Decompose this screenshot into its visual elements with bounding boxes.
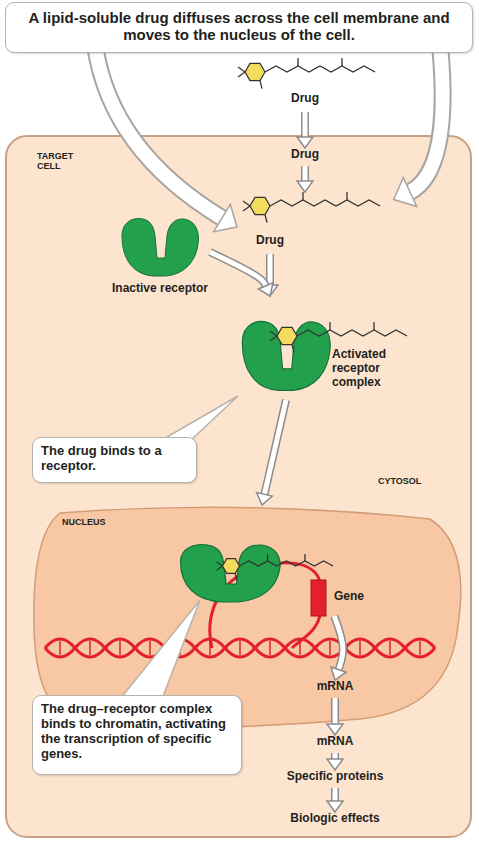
flow-arrow [210,252,273,296]
gene-block: Gene [308,580,383,616]
base-pair [299,641,301,655]
arrow-head [257,492,273,505]
step-text: Specific proteins [265,770,405,784]
inactive-receptor: Inactive receptor [110,212,210,312]
drug-molecule: Drug [235,56,395,112]
base-pair [389,641,391,655]
receptor-label: Inactive receptor [110,282,210,296]
callout-box: The drug binds to a receptor. [32,437,197,483]
callout-arrow [95,45,237,232]
arrow-body [334,616,343,670]
target-cell: TARGET CELLDrugDrugInactive receptorActi… [5,135,472,838]
callout-pointer [120,600,200,699]
arrow-body [333,753,338,759]
arrow-head [258,283,273,296]
arrow-body [333,698,338,724]
step-label: mRNA [305,735,365,753]
callout-box: The drug–receptor complex binds to chrom… [32,695,242,775]
callout-box: A lipid-soluble drug diffuses across the… [5,2,473,53]
flow-arrow [327,753,343,770]
step-label: Biologic effects [265,812,405,830]
callout-arrow [394,45,443,207]
base-pair [239,641,241,655]
arrow-outline [210,252,266,286]
inactive-receptor-shape [110,212,210,312]
flow-arrow [327,698,343,735]
arrow-head [331,667,346,680]
region-label-holder: CYTOSOL [378,476,458,486]
base-pair [119,641,121,655]
flow-arrow [331,616,346,680]
flow-arrow [257,400,286,505]
base-pair [89,641,91,655]
base-pair [269,641,271,655]
gene-label: Gene [334,590,382,604]
callout-pointer [160,396,238,441]
callout-text: A lipid-soluble drug diffuses across the… [16,9,462,44]
arrow-head [327,724,343,735]
base-pair [359,641,361,655]
arrow-head [297,137,313,148]
arrow-head [297,181,313,192]
drug-molecule [217,554,333,580]
arrow-body [210,252,266,286]
arrow-body [302,166,307,181]
arrow-body [264,400,286,494]
arrow-body [333,788,338,801]
flow-arrow [327,788,343,812]
drug-label: Drug [280,148,330,166]
base-pair [329,641,331,655]
flow-arrow [297,166,313,192]
molecule-label: Drug [280,148,330,162]
step-text: mRNA [305,735,365,749]
arrow-head [327,801,343,812]
base-pair [149,641,151,655]
arrow-outline [331,753,339,759]
flow-arrow [297,112,313,148]
arrow-outline [334,616,343,670]
arrow-head [327,759,343,770]
arrow-outline [331,788,339,801]
step-text: Biologic effects [265,812,405,826]
arrow-outline [301,112,309,137]
callout-text: The drug–receptor complex binds to chrom… [41,702,233,762]
step-label: Specific proteins [265,770,405,788]
nuclear-receptor [181,545,280,602]
arrow-outline [264,400,286,494]
molecule-label: Drug [245,234,295,248]
region-label: CYTOSOL [378,476,458,486]
arrow-outline [331,698,339,724]
receptor-label: Activated receptor complex [332,348,410,389]
receptor-complex: Activated receptor complex [232,296,412,400]
arrow-outline [301,166,309,181]
step-text: mRNA [305,680,365,694]
base-pair [419,641,421,655]
region-label: TARGET CELL [37,151,87,172]
base-pair [59,641,61,655]
arrow-body [303,112,308,137]
base-pair [209,641,211,655]
callout-text: The drug binds to a receptor. [41,444,188,474]
drug-molecule: Drug [240,192,390,254]
step-label: mRNA [305,680,365,698]
molecule-label: Drug [280,92,330,106]
region-label: NUCLEUS [62,517,142,527]
arrow-body [267,254,272,285]
